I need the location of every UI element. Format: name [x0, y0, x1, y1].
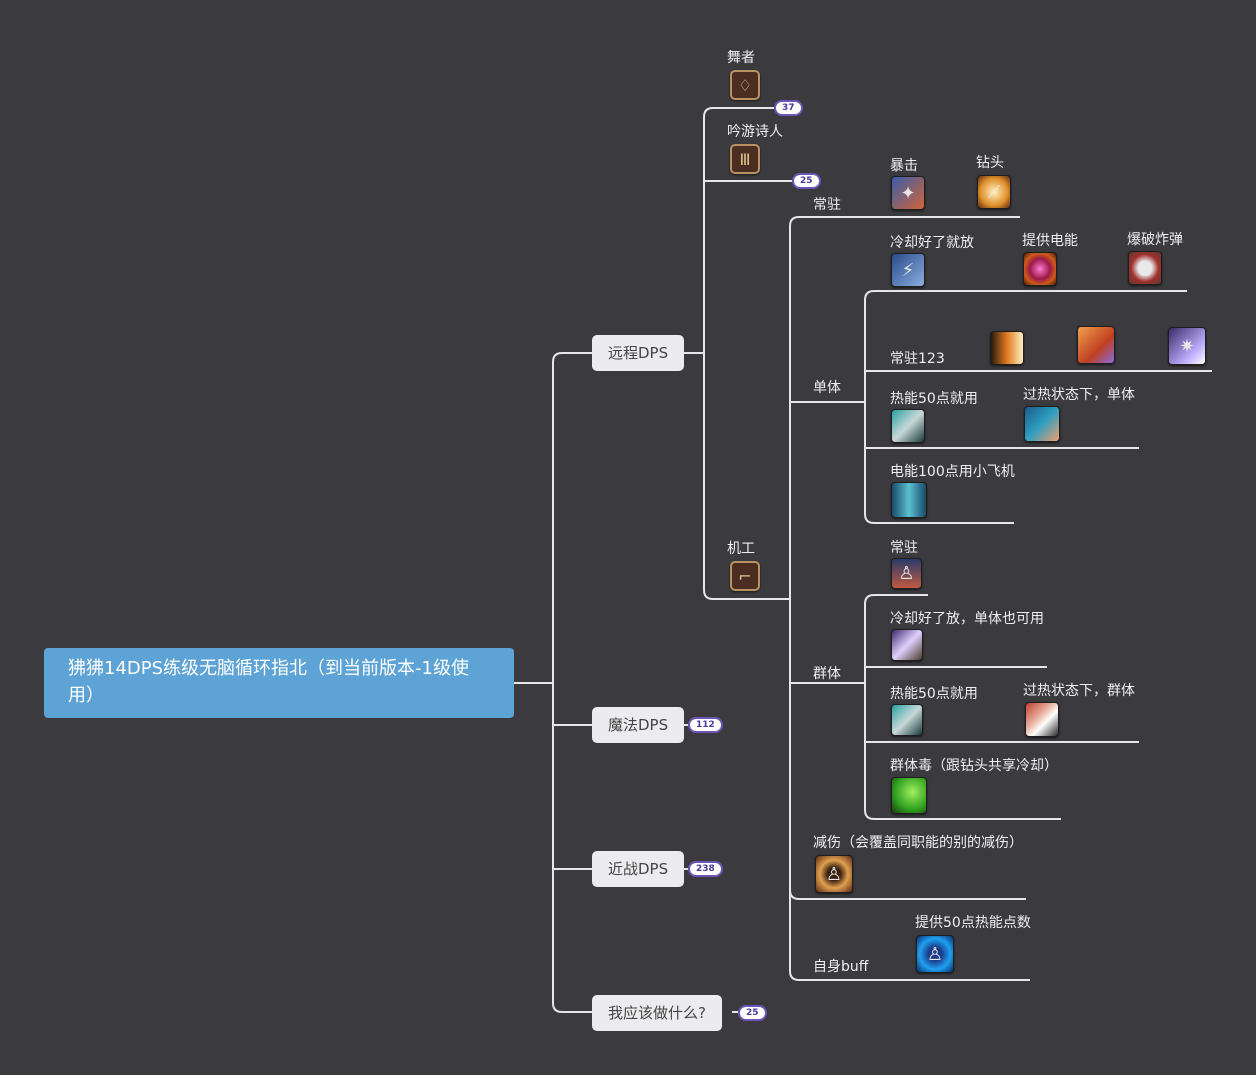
- skill-label[interactable]: 冷却好了就放: [890, 235, 974, 251]
- connector: [789, 216, 1020, 227]
- branch-ranged-dps[interactable]: 远程DPS: [592, 335, 685, 371]
- bard-job-icon: Ⅲ: [730, 144, 760, 174]
- connector: [864, 594, 928, 605]
- tactician-skill-icon: ♙: [815, 855, 853, 893]
- group-label-combo[interactable]: 常驻123: [890, 351, 945, 367]
- connector: [864, 290, 1187, 301]
- machinist-job-icon: ⌐: [730, 561, 760, 591]
- job-bard-label[interactable]: 吟游诗人: [727, 124, 783, 140]
- job-machinist-label[interactable]: 机工: [727, 541, 755, 557]
- drill-skill-icon: ⟋: [977, 175, 1011, 209]
- skill-label[interactable]: 提供50点热能点数: [915, 915, 1031, 931]
- branch-melee-dps[interactable]: 近战DPS: [592, 851, 685, 887]
- aoe-heat-skill-icon: [891, 704, 923, 736]
- aoe-cooldown-skill-icon: [891, 629, 923, 661]
- bomb-skill-icon: ◷: [1128, 251, 1162, 285]
- skill-label[interactable]: 钻头: [976, 155, 1004, 171]
- skill-label[interactable]: 群体毒（跟钻头共享冷却）: [890, 758, 1058, 774]
- connector: [552, 362, 592, 1013]
- skill-label[interactable]: 爆破炸弹: [1127, 232, 1183, 248]
- branch-what-to-do[interactable]: 我应该做什么?: [592, 995, 722, 1031]
- category-self-buff[interactable]: 自身buff: [813, 959, 869, 975]
- drone-skill-icon: [891, 482, 927, 518]
- skill-label[interactable]: 热能50点就用: [890, 686, 978, 702]
- aoe-permanent-skill-icon: ♙: [891, 558, 922, 589]
- skill-label[interactable]: 提供电能: [1022, 233, 1078, 249]
- branch-magic-dps[interactable]: 魔法DPS: [592, 707, 685, 743]
- root-topic[interactable]: 狒狒14DPS练级无脑循环指北（到当前版本-1级使用）: [44, 648, 514, 718]
- overheat-aoe-skill-icon: [1025, 702, 1059, 737]
- skill-label[interactable]: 热能50点就用: [890, 391, 978, 407]
- collapsed-count-badge[interactable]: 112: [688, 717, 723, 733]
- reassemble-skill-icon: ♙: [916, 935, 954, 973]
- connector: [864, 604, 1061, 820]
- category-single-target[interactable]: 单体: [813, 380, 841, 396]
- collapsed-count-badge[interactable]: 25: [792, 173, 821, 189]
- category-aoe[interactable]: 群体: [813, 666, 841, 682]
- connector: [703, 117, 790, 600]
- connector: [703, 107, 774, 118]
- skill-label[interactable]: 暴击: [890, 158, 918, 174]
- heat-skill-icon: [891, 409, 925, 443]
- critical-skill-icon: ✦: [891, 176, 925, 210]
- combo1-skill-icon: [990, 331, 1024, 365]
- combo2-skill-icon: [1077, 326, 1115, 364]
- overheat-single-skill-icon: [1024, 406, 1060, 442]
- connector: [789, 226, 1030, 981]
- connector: [789, 889, 1026, 900]
- collapsed-count-badge[interactable]: 25: [738, 1005, 767, 1021]
- skill-label[interactable]: 电能100点用小飞机: [890, 464, 1015, 480]
- cooldown-skill-icon: ⚡: [891, 253, 925, 287]
- skill-label[interactable]: 冷却好了放，单体也可用: [890, 611, 1044, 627]
- collapsed-count-badge[interactable]: 37: [774, 100, 803, 116]
- battery-skill-icon: [1023, 252, 1057, 286]
- skill-label[interactable]: 过热状态下，单体: [1023, 387, 1135, 403]
- collapsed-count-badge[interactable]: 238: [688, 861, 723, 877]
- category-mitigation[interactable]: 减伤（会覆盖同职能的别的减伤）: [813, 835, 1023, 851]
- bioblaster-skill-icon: [891, 777, 927, 814]
- skill-label[interactable]: 常驻: [890, 540, 918, 556]
- combo3-skill-icon: ✷: [1168, 327, 1206, 365]
- dancer-job-icon: ♢: [730, 70, 760, 100]
- connector: [864, 300, 1014, 524]
- job-dancer-label[interactable]: 舞者: [727, 50, 755, 66]
- connector: [552, 352, 592, 363]
- skill-label[interactable]: 过热状态下，群体: [1023, 683, 1135, 699]
- category-permanent[interactable]: 常驻: [813, 197, 841, 213]
